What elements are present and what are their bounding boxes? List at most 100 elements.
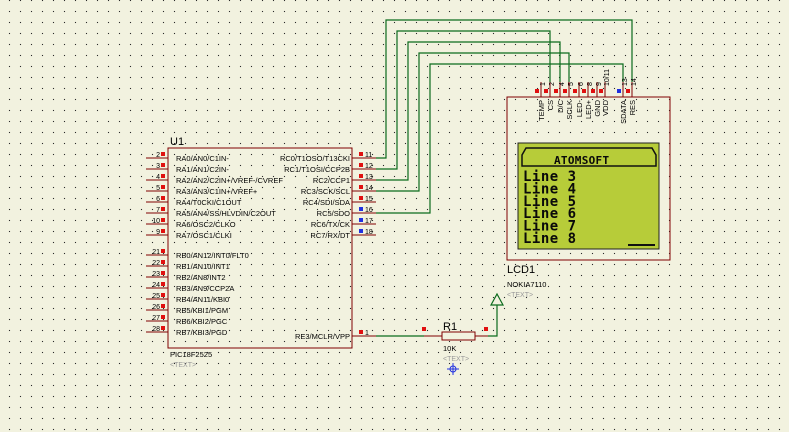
pin-number: 14 bbox=[365, 185, 373, 192]
pin-terminal[interactable] bbox=[554, 89, 558, 93]
pin-label: RC4/SDI/SDA bbox=[303, 198, 350, 207]
r1-pin-right[interactable] bbox=[484, 327, 488, 331]
pin-label: RA6/OSC2/CLKO bbox=[176, 220, 236, 229]
pin-number: 18 bbox=[365, 229, 373, 236]
pin-terminal[interactable] bbox=[161, 185, 165, 189]
pin-terminal[interactable] bbox=[359, 196, 363, 200]
pin-terminal[interactable] bbox=[161, 229, 165, 233]
pin-number: 9 bbox=[156, 229, 160, 236]
pin-terminal[interactable] bbox=[582, 89, 586, 93]
pin-terminal[interactable] bbox=[599, 89, 603, 93]
pin-terminal[interactable] bbox=[161, 282, 165, 286]
pin-terminal[interactable] bbox=[161, 315, 165, 319]
pin-terminal[interactable] bbox=[591, 89, 595, 93]
wire-rc2-to-dc[interactable] bbox=[376, 41, 561, 181]
pin-label: LED- bbox=[575, 100, 584, 118]
pin-terminal[interactable] bbox=[573, 89, 577, 93]
pin-label: RB1/AN10/INT1 bbox=[176, 262, 230, 271]
wire-r1-to-vdd[interactable] bbox=[488, 305, 498, 337]
pin-terminal[interactable] bbox=[359, 185, 363, 189]
pin-terminal[interactable] bbox=[359, 163, 363, 167]
power-terminal-arrow-icon[interactable] bbox=[489, 292, 505, 306]
u1-body[interactable] bbox=[167, 147, 353, 349]
pin-label: RC7/RX/DT bbox=[310, 231, 350, 240]
pin-terminal[interactable] bbox=[161, 271, 165, 275]
pin-terminal[interactable] bbox=[359, 174, 363, 178]
pin-terminal[interactable] bbox=[161, 152, 165, 156]
pin-terminal[interactable] bbox=[161, 207, 165, 211]
wire-rc3-to-sclk[interactable] bbox=[376, 52, 570, 192]
u1-pin-18[interactable]: 18 RC7/RX/DT bbox=[310, 229, 376, 240]
pin-terminal[interactable] bbox=[161, 260, 165, 264]
pin-terminal[interactable] bbox=[563, 89, 567, 93]
pin-terminal[interactable] bbox=[161, 293, 165, 297]
pin-terminal[interactable] bbox=[535, 89, 539, 93]
wire-rc5-to-sdata[interactable] bbox=[376, 63, 624, 214]
pin-terminal[interactable] bbox=[359, 218, 363, 222]
pin-terminal[interactable] bbox=[161, 163, 165, 167]
u1-right-pins: 11RC0/T1OSO/T13CKI12RC1/T1OSI/CCP2B13RC2… bbox=[280, 152, 376, 240]
lcd-header-text: ATOMSOFT bbox=[554, 154, 609, 167]
r1-text-placeholder: <TEXT> bbox=[443, 356, 469, 363]
r1-pin-left[interactable] bbox=[422, 327, 426, 331]
pin-terminal[interactable] bbox=[626, 89, 630, 93]
wire-rc1-to-res[interactable] bbox=[376, 30, 551, 170]
pin-label: RC5/SDO bbox=[317, 209, 351, 218]
wire-rc0-to-cs[interactable] bbox=[376, 19, 633, 159]
pin-label: LED+ bbox=[584, 99, 593, 119]
pin-terminal[interactable] bbox=[161, 249, 165, 253]
pin-terminal[interactable] bbox=[544, 89, 548, 93]
pin-terminal[interactable] bbox=[161, 218, 165, 222]
pin-terminal[interactable] bbox=[161, 174, 165, 178]
pin-terminal[interactable] bbox=[359, 229, 363, 233]
pin-terminal[interactable] bbox=[161, 196, 165, 200]
pin-terminal[interactable] bbox=[359, 152, 363, 156]
pin-terminal[interactable] bbox=[161, 326, 165, 330]
lcd-line: Line 8 bbox=[523, 231, 577, 247]
lcd-pin-d-c[interactable]: 4D/C bbox=[554, 82, 566, 113]
pin-terminal[interactable] bbox=[359, 330, 363, 334]
resistor-r1[interactable]: R1 10K <TEXT> bbox=[422, 321, 488, 375]
pin-terminal[interactable] bbox=[359, 207, 363, 211]
pin-label: RB0/AN12/INT0/FLT0 bbox=[176, 251, 249, 260]
pin-number: 3 bbox=[156, 163, 160, 170]
pin-terminal[interactable] bbox=[161, 304, 165, 308]
lcd-pin-cs[interactable]: 2CS bbox=[544, 82, 556, 110]
pin-terminal[interactable] bbox=[617, 89, 621, 93]
